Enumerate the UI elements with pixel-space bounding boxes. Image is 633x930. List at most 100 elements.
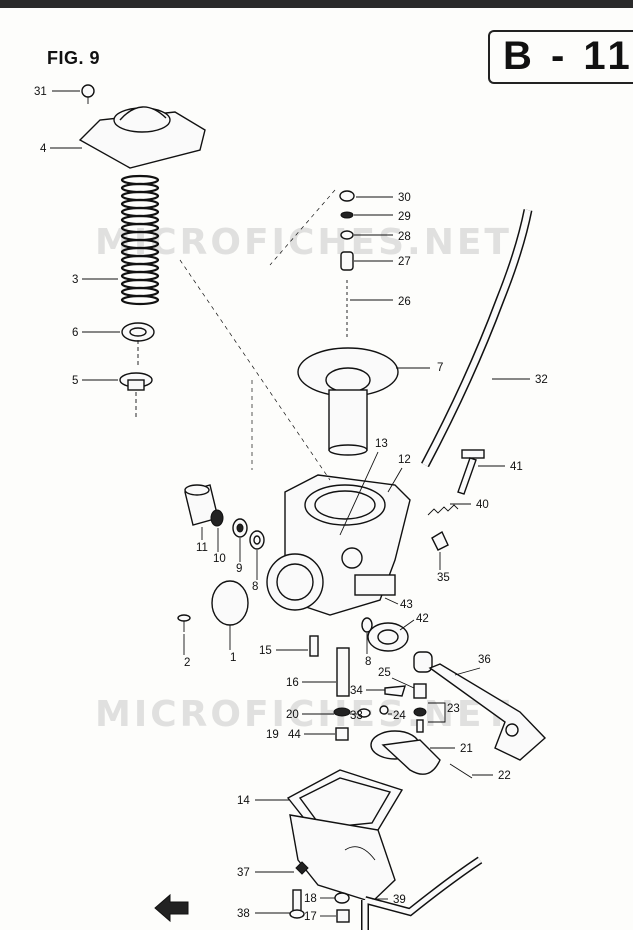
nut-icon xyxy=(339,190,355,202)
spring-coil xyxy=(120,294,160,306)
screw-icon xyxy=(177,614,191,632)
leader-line-23 xyxy=(428,702,446,723)
spring-coil xyxy=(120,214,160,226)
part-number-17: 17 xyxy=(304,911,317,923)
bolt-icon xyxy=(295,861,309,875)
spring-coil xyxy=(120,222,160,234)
plate-icon xyxy=(211,580,249,626)
part-number-42: 42 xyxy=(416,613,429,625)
seat-icon xyxy=(119,372,153,420)
retainer-icon xyxy=(121,322,155,368)
part-number-41: 41 xyxy=(510,461,523,473)
part-number-8b: 8 xyxy=(365,656,371,668)
gasket-icon xyxy=(286,769,404,903)
part-number-14: 14 xyxy=(237,795,250,807)
spring-coil xyxy=(120,246,160,258)
washer-icon xyxy=(340,230,354,240)
part-number-39: 39 xyxy=(393,894,406,906)
part-number-21: 21 xyxy=(460,743,473,755)
part-number-12: 12 xyxy=(398,454,411,466)
washer-icon xyxy=(361,617,373,633)
part-number-22: 22 xyxy=(498,770,511,782)
figure-label: FIG. 9 xyxy=(47,48,101,68)
cap-icon xyxy=(431,530,449,551)
part-number-28: 28 xyxy=(398,231,411,243)
hose-icon xyxy=(421,209,533,468)
clip-icon xyxy=(384,685,406,697)
spring-coil xyxy=(120,254,160,266)
ring-icon xyxy=(210,509,224,527)
spring-coil xyxy=(120,270,160,282)
bolt-icon xyxy=(289,889,305,919)
part-number-7: 7 xyxy=(437,362,443,374)
part-number-9: 9 xyxy=(236,563,242,575)
screw-icon xyxy=(81,84,95,104)
spring-icon xyxy=(413,651,433,673)
part-number-35: 35 xyxy=(437,572,450,584)
spring-coil xyxy=(120,262,160,274)
part-number-8a: 8 xyxy=(252,581,258,593)
watermark-bottom: MICROFICHES.NET xyxy=(95,694,512,735)
leader-line-42 xyxy=(399,619,415,631)
part-number-19: 19 xyxy=(266,729,279,741)
part-number-23: 23 xyxy=(447,703,460,715)
hose-icon xyxy=(361,856,483,930)
part-number-13: 13 xyxy=(375,438,388,450)
jet-icon xyxy=(335,727,349,741)
leader-line-25 xyxy=(391,677,415,689)
jet-icon xyxy=(309,635,319,657)
screw-icon xyxy=(379,705,389,715)
jet-icon xyxy=(413,683,427,699)
spring-coil xyxy=(120,182,160,194)
spring-coil xyxy=(120,190,160,202)
part-number-4: 4 xyxy=(40,143,47,155)
spring-coil xyxy=(120,238,160,250)
valve-icon xyxy=(413,707,427,733)
part-number-44: 44 xyxy=(288,729,301,741)
leader-line-36 xyxy=(454,667,481,676)
part-number-43: 43 xyxy=(400,599,413,611)
part-number-34: 34 xyxy=(350,685,363,697)
diagram-code-box xyxy=(488,30,633,84)
float-icon xyxy=(370,730,441,775)
washer-icon xyxy=(357,708,371,718)
part-number-2: 2 xyxy=(184,657,190,669)
part-number-11: 11 xyxy=(196,542,208,554)
part-number-38: 38 xyxy=(237,908,250,920)
part-number-3: 3 xyxy=(72,274,78,286)
part-number-1: 1 xyxy=(230,652,236,664)
screw-icon xyxy=(457,449,485,495)
part-number-18: 18 xyxy=(304,893,317,905)
part-number-32: 32 xyxy=(535,374,548,386)
spring-coil xyxy=(120,206,160,218)
spring-icon xyxy=(340,251,354,271)
part-number-25: 25 xyxy=(378,667,391,679)
part-number-24: 24 xyxy=(393,710,406,722)
diagram-code: B - 11 xyxy=(503,34,633,78)
part-number-6: 6 xyxy=(72,327,78,339)
spring-coil xyxy=(120,278,160,290)
washer-icon xyxy=(340,211,354,219)
part-number-36: 36 xyxy=(478,654,491,666)
washer-icon xyxy=(333,707,351,717)
spring-icon xyxy=(367,622,409,652)
part-number-26: 26 xyxy=(398,296,411,308)
cap-icon xyxy=(78,106,206,169)
washer-icon xyxy=(249,530,265,550)
top-border xyxy=(0,0,633,8)
arrow-icon xyxy=(154,893,189,923)
spring-coil xyxy=(120,198,160,210)
part-number-33: 33 xyxy=(350,710,363,722)
part-number-31: 31 xyxy=(34,86,47,98)
spring-coil xyxy=(120,286,160,298)
tube-icon xyxy=(336,647,350,697)
washer-icon xyxy=(232,518,248,538)
pin-icon xyxy=(449,763,473,779)
nut-icon xyxy=(336,909,350,923)
spring-icon xyxy=(120,174,160,306)
leader-line-13 xyxy=(339,451,379,536)
diaphragm-icon xyxy=(297,347,399,456)
part-labels: 3143653029282726732131241401110983543422… xyxy=(34,86,548,923)
spring-icon xyxy=(427,504,459,516)
